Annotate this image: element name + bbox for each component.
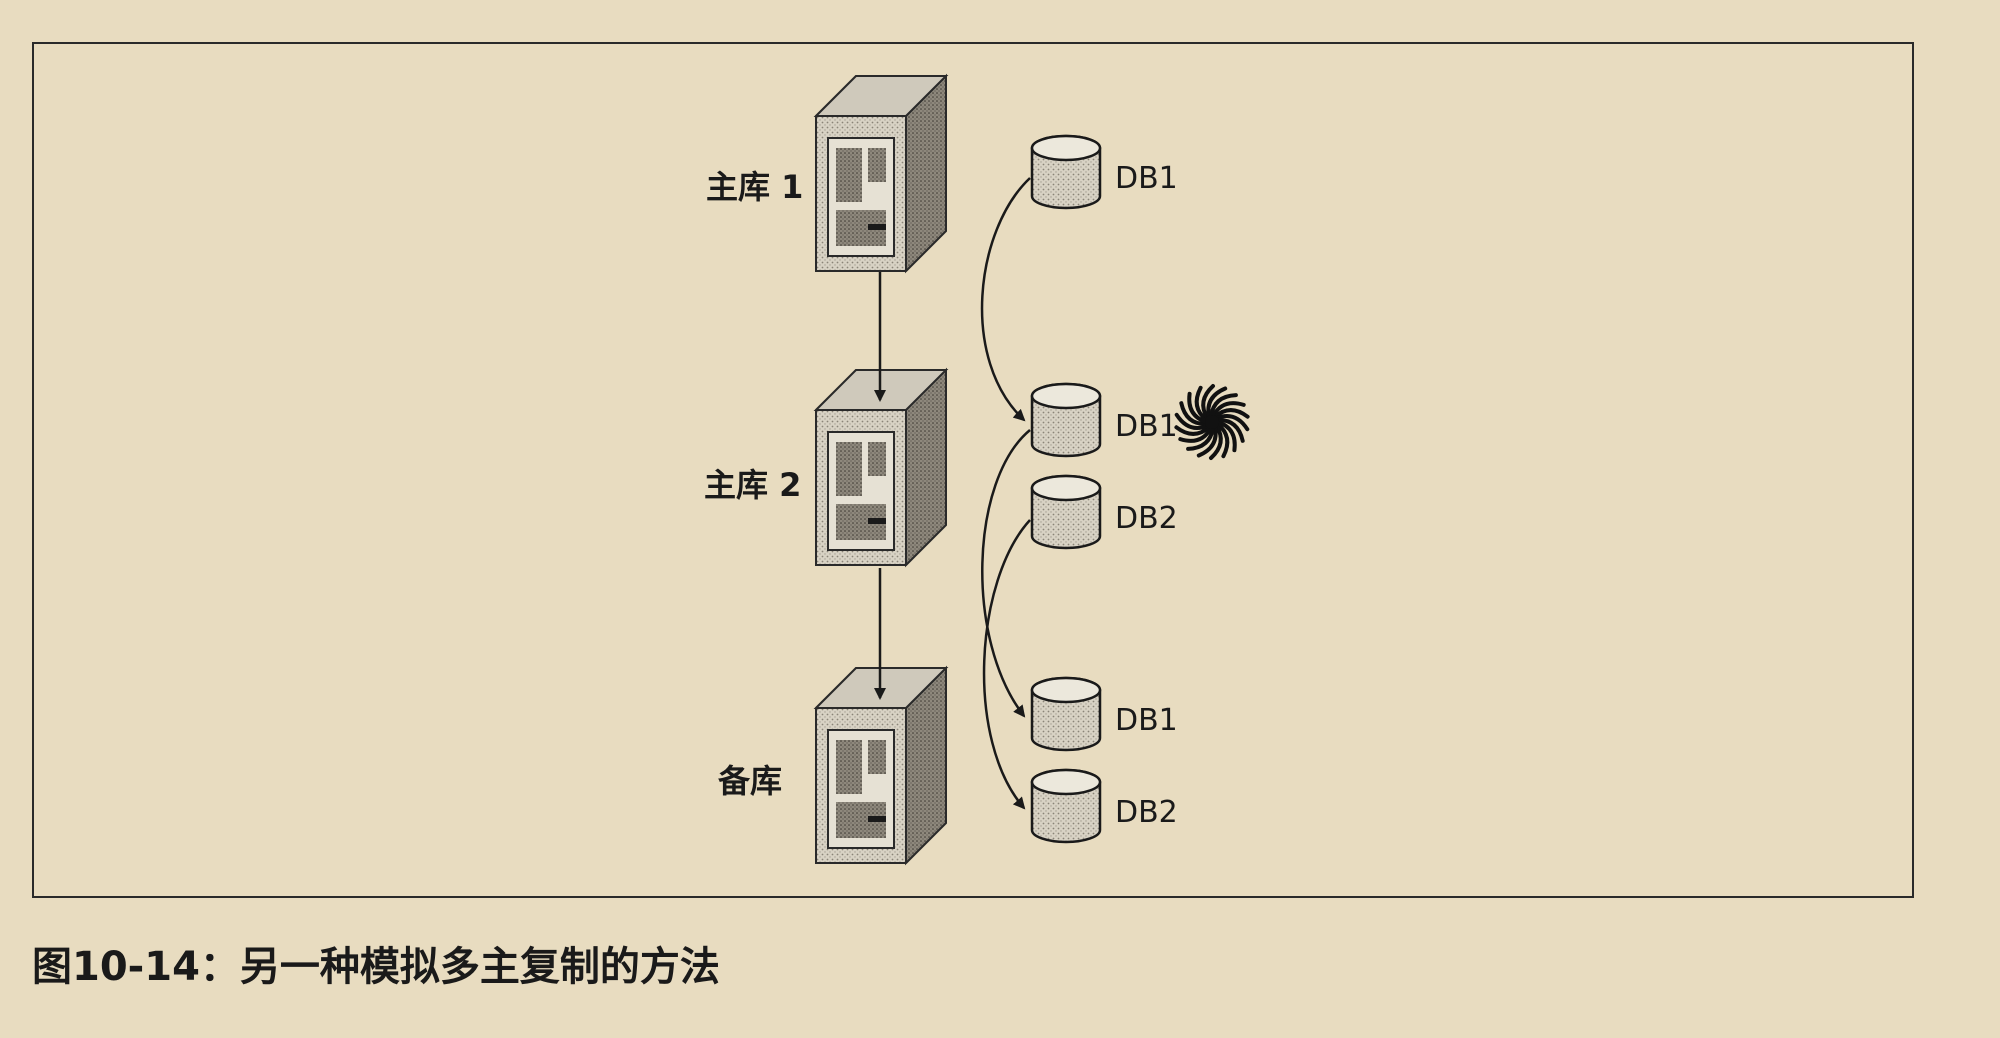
db-master1-db1: DB1 <box>1030 134 1178 210</box>
server-master-1: 主库 1 <box>706 75 947 272</box>
db-label: DB2 <box>1115 795 1178 830</box>
database-cylinder-icon <box>1030 768 1102 844</box>
db-master2-db1: DB1 <box>1030 382 1178 458</box>
server-label-master-1: 主库 1 <box>706 168 803 206</box>
db-label: DB2 <box>1115 501 1178 536</box>
db-replication-arrow-db1-master1-to-master2 <box>980 177 1031 422</box>
db-label: DB1 <box>1115 703 1178 738</box>
database-cylinder-icon <box>1030 134 1102 210</box>
database-cylinder-icon <box>1030 382 1102 458</box>
figure-frame <box>32 42 1914 898</box>
server-label-replica: 备库 <box>718 762 782 800</box>
server-replica: 备库 <box>718 667 947 864</box>
db-label: DB1 <box>1115 409 1178 444</box>
server-label-master-2: 主库 2 <box>704 466 801 504</box>
db-replica-db1: DB1 <box>1030 676 1178 752</box>
database-cylinder-icon <box>1030 474 1102 550</box>
spiral-failure-icon <box>1174 384 1250 460</box>
database-cylinder-icon <box>1030 676 1102 752</box>
server-master-2: 主库 2 <box>704 369 947 566</box>
db-replication-arrow-db1-master2-to-replica <box>981 429 1031 718</box>
db-replication-arrow-db2-master2-to-replica <box>982 519 1031 810</box>
db-master2-db2: DB2 <box>1030 474 1178 550</box>
figure-caption: 图10-14：另一种模拟多主复制的方法 <box>32 944 720 990</box>
db-replica-db2: DB2 <box>1030 768 1178 844</box>
db-label: DB1 <box>1115 161 1178 196</box>
server-tower-icon <box>815 75 947 272</box>
